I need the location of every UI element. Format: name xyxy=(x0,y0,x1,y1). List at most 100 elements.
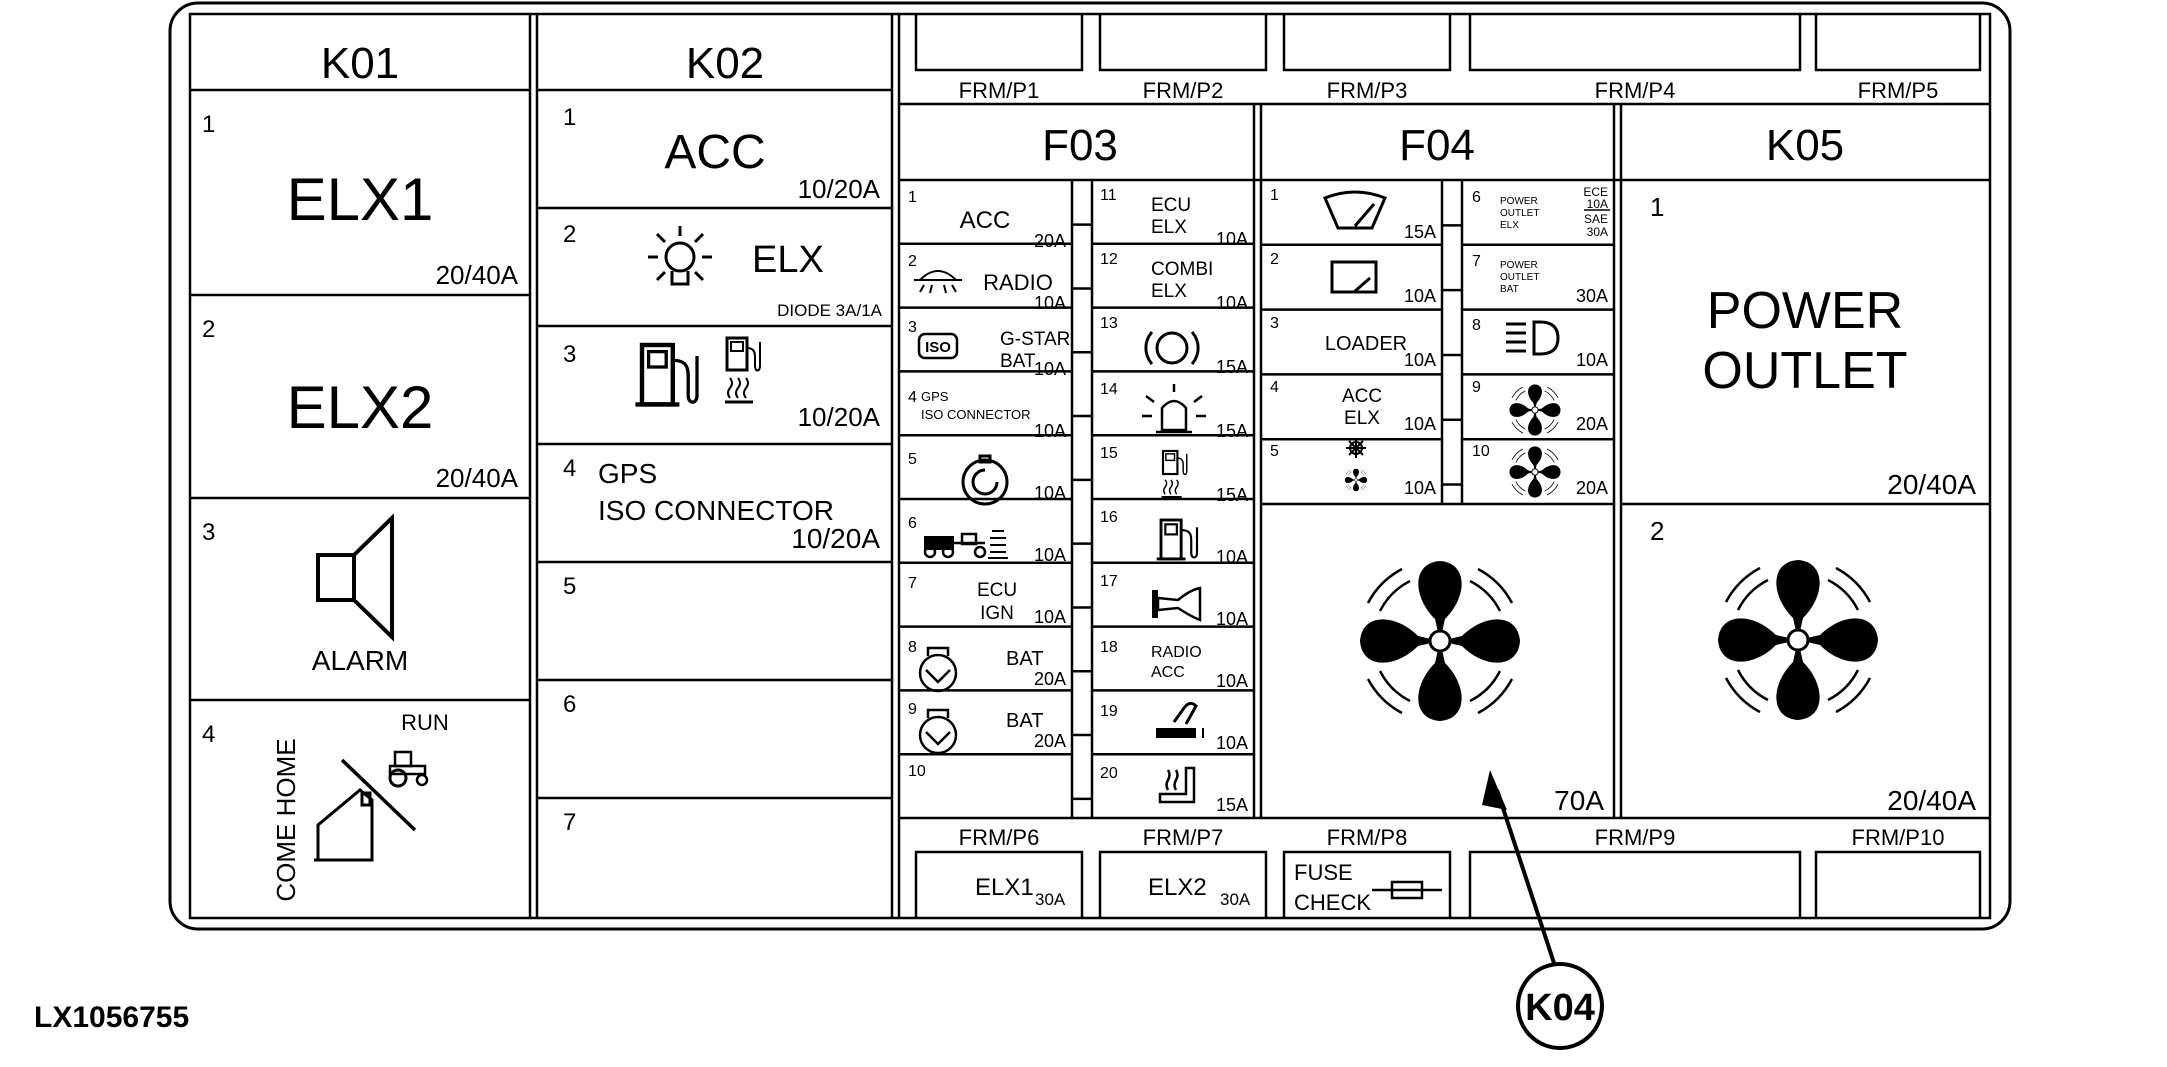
f03-r12-line2: ELX xyxy=(1151,281,1187,302)
f03-r17-num: 17 xyxy=(1100,573,1118,590)
k02-slot1-label: ACC xyxy=(664,126,765,179)
k05-slot1-num: 1 xyxy=(1650,192,1664,222)
fuse-block-f03: F03 1 ACC 20A 2 RADIO 10A 3 ISO G-STAR B… xyxy=(899,121,1254,818)
p7-label: ELX2 xyxy=(1148,874,1207,901)
f04-l3-rating: 10A xyxy=(1404,350,1436,370)
come-home-icon xyxy=(314,758,417,862)
k02-slot2-num: 2 xyxy=(563,221,576,248)
f03-r18-line1: RADIO xyxy=(1151,644,1202,661)
k01-slot4-comehome-label: COME HOME xyxy=(271,738,301,901)
horn-icon xyxy=(1152,586,1202,622)
relay-k01: K01 1 ELX1 20/40A 2 ELX2 20/40A 3 ALARM … xyxy=(190,39,530,902)
f03-r16-num: 16 xyxy=(1100,509,1118,526)
k02-slot1-rating: 10/20A xyxy=(798,174,881,204)
f04-r6-r1: ECE xyxy=(1583,185,1608,199)
relay-k05: K05 1 POWER OUTLET 20/40A 2 20/40A xyxy=(1621,121,1990,816)
panel-inner-outline xyxy=(188,12,1992,920)
frm-p9-label: FRM/P9 xyxy=(1595,825,1676,850)
f04-r8-num: 8 xyxy=(1472,317,1481,334)
f04-r7-num: 7 xyxy=(1472,253,1481,270)
f04-r9-rating: 20A xyxy=(1576,414,1608,434)
work-light-icon xyxy=(1506,320,1560,356)
fuel-pump-icon xyxy=(1155,518,1199,561)
k01-slot4-num: 4 xyxy=(202,721,215,748)
f03-r13-num: 13 xyxy=(1100,315,1118,332)
f03-l7-line2: IGN xyxy=(980,603,1014,624)
k04-callout-pointer xyxy=(1482,770,1557,967)
tractor-run-icon xyxy=(388,750,429,788)
f04-r7-line2: OUTLET xyxy=(1500,272,1539,283)
fuel-heater-icon xyxy=(723,336,762,404)
frm-p4-label: FRM/P4 xyxy=(1595,78,1676,103)
f03-r12-num: 12 xyxy=(1100,251,1118,268)
f03-l7-rating: 10A xyxy=(1034,607,1066,627)
frm-bottom-row xyxy=(899,816,1990,918)
lamp-icon xyxy=(648,226,712,286)
starter-motor-icon xyxy=(918,646,958,693)
k04-callout-label: K04 xyxy=(1525,987,1595,1029)
f03-r15-num: 15 xyxy=(1100,445,1118,462)
f04-l2-rating: 10A xyxy=(1404,286,1436,306)
f04-l3-label: LOADER xyxy=(1325,333,1407,355)
k02-slot7-num: 7 xyxy=(563,809,576,836)
p7-rating: 30A xyxy=(1220,890,1251,909)
radio-antenna-icon xyxy=(914,270,962,294)
f03-r11-line2: ELX xyxy=(1151,217,1187,238)
k05-title: K05 xyxy=(1766,121,1844,170)
brake-warning-icon xyxy=(1144,331,1200,365)
f03-r19-num: 19 xyxy=(1100,703,1118,720)
f03-r13-rating: 15A xyxy=(1216,357,1248,377)
f03-l1-rating: 20A xyxy=(1034,231,1066,251)
iso-connector-icon: ISO xyxy=(917,332,959,360)
k02-slot2-sub: DIODE 3A/1A xyxy=(777,301,883,320)
p8-line2: CHECK xyxy=(1294,890,1371,915)
f03-l3-line1: G-STAR xyxy=(1000,329,1070,350)
k02-slot6-num: 6 xyxy=(563,691,576,718)
f03-r20-num: 20 xyxy=(1100,765,1118,782)
starter-motor-icon xyxy=(918,708,958,755)
k02-slot3-num: 3 xyxy=(563,341,576,368)
f04-l5-num: 5 xyxy=(1270,443,1279,460)
horn-speaker-icon xyxy=(316,513,394,642)
heated-seat-icon xyxy=(1158,766,1196,804)
air-conditioning-icon xyxy=(1346,438,1366,458)
f03-l2-rating: 10A xyxy=(1034,293,1066,313)
k01-slot2-label: ELX2 xyxy=(287,374,434,441)
f03-l9-num: 9 xyxy=(908,701,917,718)
k05-slot1-rating: 20/40A xyxy=(1887,469,1976,500)
beacon-light-icon xyxy=(1142,384,1206,434)
f04-r10-num: 10 xyxy=(1472,443,1490,460)
fan-icon xyxy=(1344,468,1368,492)
fuse-block-f04: F04 1 15A 2 10A 3 LOADER 10A 4 ACC ELX 1… xyxy=(1261,121,1614,816)
f04-l4-line2: ELX xyxy=(1344,408,1380,429)
k02-slot2-label: ELX xyxy=(752,239,824,281)
f04-r6-line3: ELX xyxy=(1500,220,1519,231)
k05-slot1-line1: POWER xyxy=(1707,282,1903,340)
f04-r9-num: 9 xyxy=(1472,379,1481,396)
f03-l2-label: RADIO xyxy=(983,270,1053,295)
f04-r8-rating: 10A xyxy=(1576,350,1608,370)
f03-r15-rating: 15A xyxy=(1216,485,1248,505)
k01-slot3-num: 3 xyxy=(202,519,215,546)
f03-l8-rating: 20A xyxy=(1034,669,1066,689)
engine-preheat-icon xyxy=(961,454,1009,506)
k01-slot2-num: 2 xyxy=(202,316,215,343)
f03-r12-line1: COMBI xyxy=(1151,259,1213,280)
k02-slot1-num: 1 xyxy=(563,104,576,131)
frm-p7-label: FRM/P7 xyxy=(1143,825,1224,850)
f03-l10-num: 10 xyxy=(908,763,926,780)
main-fan-icon xyxy=(1358,559,1522,723)
frm-p6-label: FRM/P6 xyxy=(959,825,1040,850)
panel-outline xyxy=(168,1,2012,931)
frm-top-row xyxy=(899,14,1990,106)
k01-slot1-rating: 20/40A xyxy=(436,260,519,290)
f04-r6-num: 6 xyxy=(1472,189,1481,206)
f03-l8-num: 8 xyxy=(908,639,917,656)
f03-l4-line2: ISO CONNECTOR xyxy=(921,407,1031,422)
f03-l6-rating: 10A xyxy=(1034,545,1066,565)
f03-l4-line1: GPS xyxy=(921,389,949,404)
f04-relay-rating: 70A xyxy=(1554,785,1604,816)
blower-fan-icon xyxy=(1508,445,1562,499)
k02-slot4-rating: 10/20A xyxy=(791,523,880,554)
f04-l1-rating: 15A xyxy=(1404,222,1436,242)
